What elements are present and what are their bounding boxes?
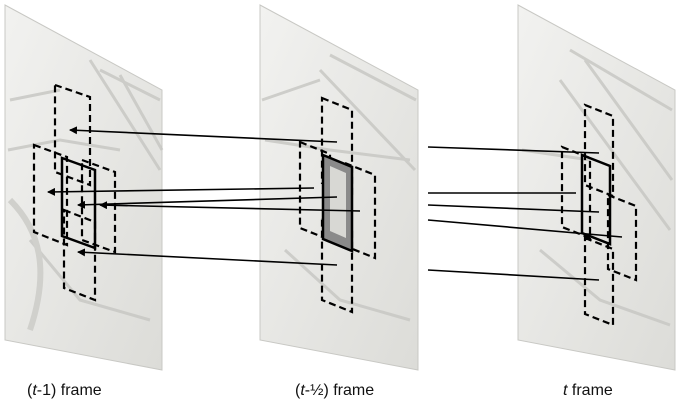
arrows-to-prev — [47, 126, 361, 266]
frame-prev-plane — [4, 4, 163, 371]
line-curr-4 — [427, 219, 623, 238]
label-mid-post: -½) frame — [304, 382, 375, 399]
label-curr-post: frame — [567, 382, 613, 399]
frame-label-prev: (t-1) frame — [27, 382, 102, 400]
frame-curr-blocks — [560, 103, 638, 327]
frame-prev-shadow — [7, 197, 44, 331]
arrow-prev-2 — [47, 187, 315, 196]
block-mid-bottom — [320, 216, 354, 314]
frame-mid-blocks — [298, 96, 377, 314]
lines-to-curr — [427, 146, 623, 281]
block-prev-center — [60, 156, 97, 250]
block-prev-bottom — [62, 208, 97, 302]
label-prev-pre: ( — [27, 382, 33, 399]
frame-prev-texture — [7, 59, 164, 322]
frame-prev — [4, 4, 164, 371]
arrow-prev-5 — [77, 248, 338, 266]
block-mid-right — [343, 161, 377, 260]
label-curr-var: t — [563, 382, 568, 399]
frame-prev-blocks — [32, 83, 117, 302]
line-curr-3 — [427, 204, 600, 213]
block-prev-left — [32, 143, 69, 247]
frame-mid — [259, 4, 419, 371]
block-curr-center — [580, 153, 612, 246]
frame-label-curr: t frame — [563, 382, 613, 400]
frame-curr — [517, 4, 676, 371]
block-mid-left — [298, 140, 332, 242]
arrow-prev-1 — [69, 126, 338, 143]
arrow-prev-3 — [77, 196, 338, 209]
frame-curr-texture — [521, 48, 674, 327]
frame-mid-texture — [261, 53, 417, 322]
arrow-prev-4 — [99, 201, 361, 212]
frame-label-mid: (t-½) frame — [295, 382, 374, 400]
label-mid-pre: ( — [295, 382, 301, 399]
frame-curr-plane — [517, 4, 676, 371]
block-prev-right — [80, 158, 117, 254]
label-prev-var: t — [32, 382, 37, 399]
label-mid-var: t — [300, 382, 305, 399]
block-mid-center-inner — [330, 166, 346, 238]
label-prev-post: -1) frame — [36, 382, 102, 399]
block-prev-top — [53, 83, 92, 187]
line-curr-5 — [427, 269, 600, 281]
line-curr-1 — [427, 146, 600, 154]
block-curr-left — [560, 145, 592, 240]
